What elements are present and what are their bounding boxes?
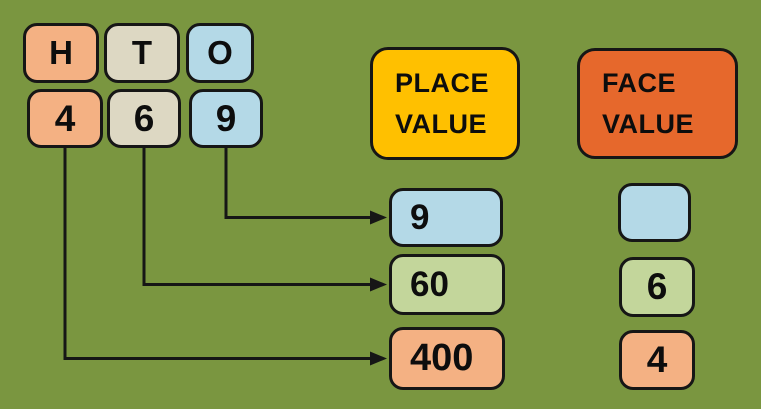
place-value-item-tens: 60: [389, 254, 505, 315]
place-value-item-ones: 9: [389, 188, 503, 247]
face-value-header-line2: VALUE: [602, 108, 695, 139]
digit-tens: 6: [107, 89, 181, 148]
column-header-tens: T: [104, 23, 180, 83]
face-value-item-ones: [618, 183, 691, 242]
digit-hundreds: 4: [27, 89, 103, 148]
connector-ones: [224, 148, 387, 225]
connector-tens: [142, 148, 387, 292]
column-header-hundreds: H: [23, 23, 99, 83]
face-value-header-line1: FACE: [602, 67, 677, 98]
column-header-ones: O: [186, 23, 254, 83]
face-value-item-hundreds: 4: [619, 330, 695, 390]
place-value-item-hundreds: 400: [389, 327, 505, 390]
face-value-item-tens: 6: [619, 257, 695, 317]
digit-ones: 9: [189, 89, 263, 148]
place-value-header-line2: VALUE: [395, 108, 488, 139]
place-value-header-line1: PLACE: [395, 67, 490, 98]
place-value-header: PLACE VALUE: [370, 47, 520, 160]
face-value-header: FACE VALUE: [577, 48, 738, 159]
connector-hundreds: [63, 148, 387, 366]
